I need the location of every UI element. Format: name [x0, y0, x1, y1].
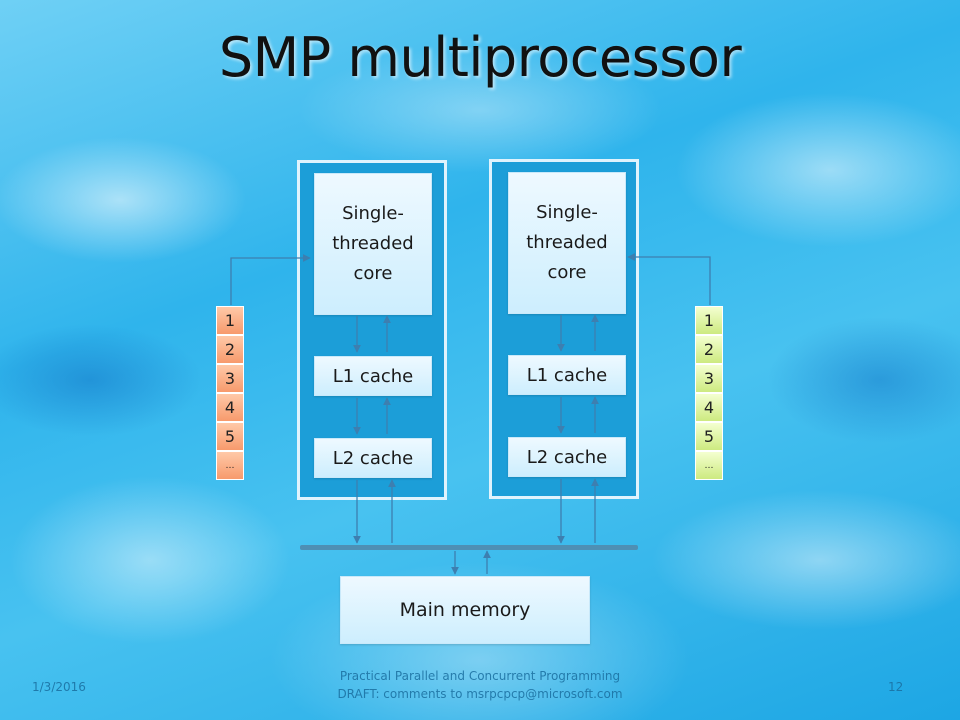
- core-1: Single- threaded core: [314, 173, 432, 315]
- queue-right-item: 1: [695, 306, 723, 335]
- l2-cache-1: L2 cache: [314, 438, 432, 478]
- queue-left-item: 4: [216, 393, 244, 422]
- queue-left-item: 3: [216, 364, 244, 393]
- queue-left-item: 2: [216, 335, 244, 364]
- queue-left-item: 5: [216, 422, 244, 451]
- queue-right-item: 4: [695, 393, 723, 422]
- arrow-queue-left-to-core1: [230, 254, 311, 305]
- queue-left-item: …: [216, 451, 244, 480]
- queue-right-item: 5: [695, 422, 723, 451]
- footer-caption: Practical Parallel and Concurrent Progra…: [300, 667, 660, 703]
- main-memory: Main memory: [340, 576, 590, 644]
- memory-bus: [300, 545, 638, 550]
- l1-cache-2: L1 cache: [508, 355, 626, 395]
- l2-cache-2: L2 cache: [508, 437, 626, 477]
- queue-right-item: …: [695, 451, 723, 480]
- work-queue-left: 1 2 3 4 5 …: [216, 306, 244, 480]
- l1-cache-1: L1 cache: [314, 356, 432, 396]
- queue-right-item: 2: [695, 335, 723, 364]
- footer-line-1: Practical Parallel and Concurrent Progra…: [339, 669, 621, 683]
- arrow-queue-right-to-core2: [627, 253, 711, 305]
- queue-right-item: 3: [695, 364, 723, 393]
- slide-number: 12: [888, 680, 904, 694]
- processor-2: Single- threaded core L1 cache L2 cache: [489, 159, 639, 499]
- processor-1: Single- threaded core L1 cache L2 cache: [297, 160, 447, 500]
- core-2: Single- threaded core: [508, 172, 626, 314]
- slide-title: SMP multiprocessor: [218, 26, 742, 89]
- work-queue-right: 1 2 3 4 5 …: [695, 306, 723, 480]
- footer-line-2: DRAFT: comments to msrpcpcp@microsoft.co…: [337, 687, 623, 701]
- queue-left-item: 1: [216, 306, 244, 335]
- footer-date: 1/3/2016: [32, 680, 86, 694]
